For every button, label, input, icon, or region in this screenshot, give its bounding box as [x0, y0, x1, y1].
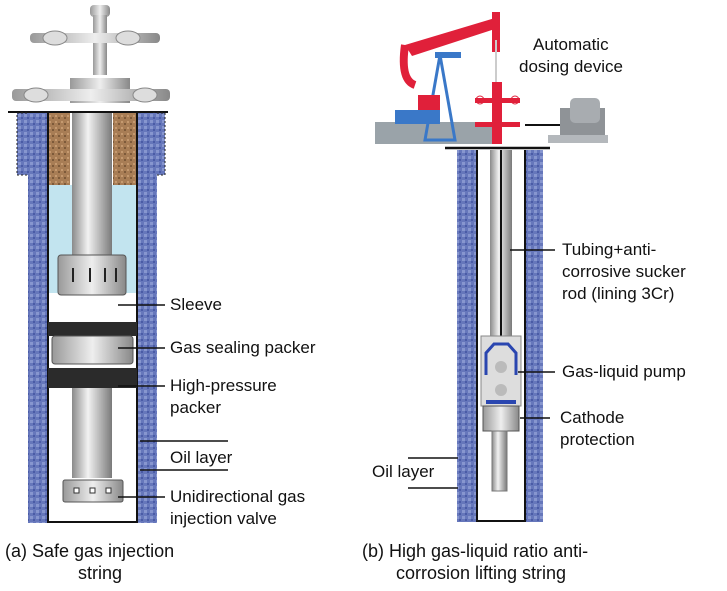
automatic-dosing-device	[548, 98, 608, 143]
gas-sealing-packer-top	[48, 322, 137, 336]
leader-lines-a	[118, 304, 228, 498]
label-oil-layer-b: Oil layer	[372, 462, 435, 481]
label-cathode-line2: protection	[560, 430, 635, 449]
label-gas-liquid-pump: Gas-liquid pump	[562, 362, 686, 381]
label-high-pressure-packer-line1: High-pressure	[170, 376, 277, 395]
label-sleeve: Sleeve	[170, 295, 222, 314]
formation-left-a	[28, 113, 48, 523]
caption-a-line1: (a) Safe gas injection	[5, 541, 175, 561]
tubing-a	[72, 113, 112, 258]
formation-right-a	[137, 113, 157, 523]
cathode-protection	[482, 405, 520, 432]
caption-b-line1: (b) High gas-liquid ratio anti-	[362, 541, 589, 561]
label-tubing-line1: Tubing+anti-	[562, 240, 657, 259]
cement-left-a	[48, 113, 70, 185]
label-tubing-line2: corrosive sucker	[562, 262, 686, 281]
caption-a-line2: string	[78, 563, 123, 583]
wellhead-a	[12, 5, 170, 103]
high-pressure-packer	[48, 368, 137, 388]
label-gas-sealing-packer: Gas sealing packer	[170, 338, 316, 357]
label-dosing-line1: Automatic	[533, 35, 609, 54]
label-dosing-line2: dosing device	[519, 57, 623, 76]
leader-lines-b	[408, 249, 555, 489]
label-cathode-line1: Cathode	[560, 408, 625, 427]
formation-right-b	[525, 150, 543, 522]
label-valve-line1: Unidirectional gas	[170, 487, 306, 506]
label-high-pressure-packer-line2: packer	[170, 398, 222, 417]
gas-sealing-packer	[51, 335, 134, 365]
caption-b-line2: corrosion lifting string	[396, 563, 567, 583]
label-tubing-line3: rod (lining 3Cr)	[562, 284, 675, 303]
tail-pipe	[491, 430, 508, 492]
pump-jack	[375, 12, 500, 144]
lower-tubing-a	[72, 388, 112, 478]
outer-formation-left-a	[16, 112, 30, 176]
wellhead-b	[475, 82, 520, 144]
label-oil-layer-a: Oil layer	[170, 448, 233, 467]
sleeve	[57, 254, 127, 296]
label-valve-line2: injection valve	[170, 509, 277, 528]
cement-right-a	[113, 113, 137, 185]
formation-left-b	[457, 150, 477, 522]
